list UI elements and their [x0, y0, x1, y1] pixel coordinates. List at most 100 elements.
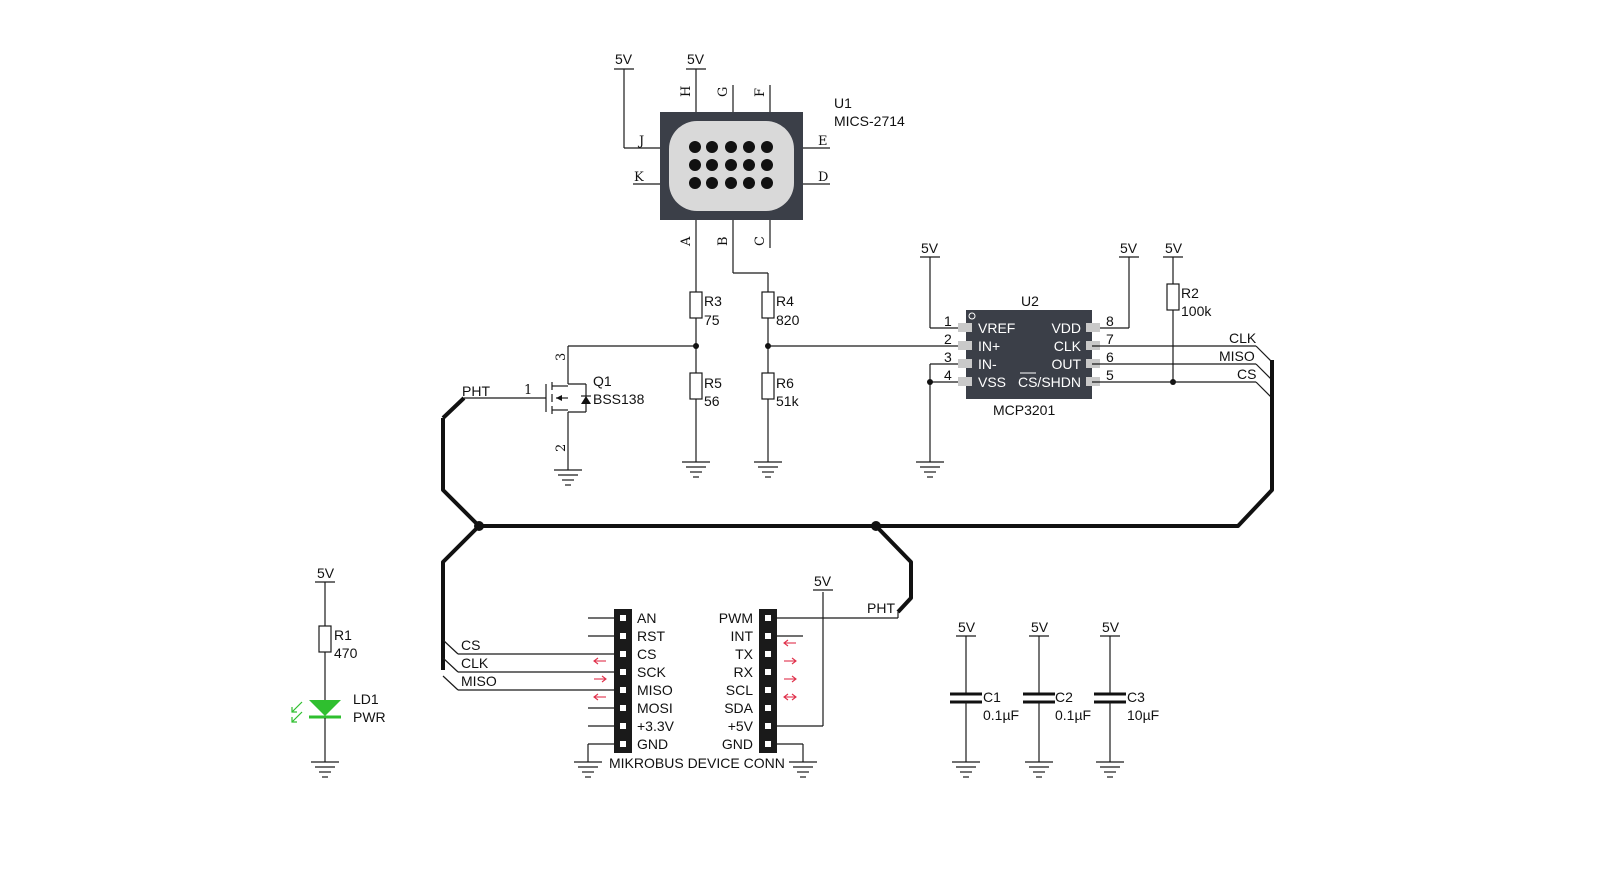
capacitor-value: 0.1µF — [983, 707, 1019, 723]
resistor-ref: R5 — [704, 375, 722, 391]
mosfet-q1: 1 2 3 Q1 BSS138 PHT — [462, 345, 696, 486]
pin-number: 5 — [1106, 367, 1114, 383]
ground-icon — [682, 461, 710, 478]
supply-label: 5V — [687, 51, 705, 67]
header-left — [614, 609, 632, 753]
pin-name: CLK — [1054, 338, 1082, 354]
pin-label: MOSI — [637, 700, 673, 716]
led-icon — [309, 700, 341, 716]
pin-label: G — [716, 87, 731, 97]
adc-body — [966, 310, 1092, 399]
supply-label: 5V — [1102, 619, 1120, 635]
supply-label: 5V — [1120, 240, 1138, 256]
supply-label: 5V — [317, 565, 335, 581]
pin-number: 8 — [1106, 313, 1114, 329]
pin-label: SDA — [724, 700, 753, 716]
pin-number: 1 — [524, 383, 532, 398]
pin-name: VSS — [978, 374, 1006, 390]
pin-number: 2 — [554, 444, 569, 452]
signal-bus — [441, 360, 1274, 670]
pin-number: 3 — [944, 349, 952, 365]
resistor-value: 51k — [776, 393, 800, 409]
pin-number: 6 — [1106, 349, 1114, 365]
pin-name: IN+ — [978, 338, 1000, 354]
pin-label: F — [753, 88, 768, 97]
pin-number: 2 — [944, 331, 952, 347]
pin-label: SCK — [637, 664, 666, 680]
connector-title: MIKROBUS DEVICE CONN — [609, 755, 785, 771]
sensor-resistor-network: R3 75 R5 56 R4 820 R6 51k — [682, 291, 960, 478]
pin-label: A — [679, 236, 694, 247]
resistor-value: 75 — [704, 312, 720, 328]
ground-icon — [754, 461, 782, 478]
adc-ref: U2 — [1021, 293, 1039, 309]
power-led-circuit: 5V R1 470 LD1 PWR — [291, 565, 386, 778]
net-label-cs: CS — [1237, 366, 1256, 382]
ground-icon — [916, 461, 944, 478]
header-right — [759, 609, 777, 753]
pin-label: J — [637, 134, 644, 149]
pin-label: CS — [637, 646, 656, 662]
capacitor-value: 0.1µF — [1055, 707, 1091, 723]
resistor-value: 56 — [704, 393, 720, 409]
supply-label: 5V — [1165, 240, 1183, 256]
pin-label: RX — [734, 664, 754, 680]
pin-label: TX — [735, 646, 754, 662]
capacitor-ref: C1 — [983, 689, 1001, 705]
supply-label: 5V — [814, 573, 832, 589]
mosfet-ref: Q1 — [593, 373, 612, 389]
net-label-miso: MISO — [461, 673, 497, 689]
pin-label: H — [679, 86, 694, 97]
resistor-r5 — [689, 372, 703, 400]
pin-label: +5V — [728, 718, 754, 734]
bus-junction — [871, 521, 881, 531]
pin-label: GND — [637, 736, 668, 752]
resistor-r1 — [318, 625, 332, 653]
resistor-r2 — [1166, 283, 1180, 311]
supply-label: 5V — [958, 619, 976, 635]
resistor-ref: R3 — [704, 293, 722, 309]
mikrobus-connector: CS CLK MISO AN RST CS SCK — [442, 573, 899, 778]
resistor-r3 — [689, 291, 703, 319]
net-label-pht: PHT — [867, 600, 895, 616]
pin-name: IN- — [978, 356, 997, 372]
pin-label: AN — [637, 610, 656, 626]
ground-icon — [789, 761, 817, 778]
pin-label: C — [753, 236, 768, 246]
sensor-u1: 5V 5V H G F A B C J K E D — [614, 51, 905, 292]
ground-icon — [311, 761, 339, 778]
net-label-pht: PHT — [462, 383, 490, 399]
ground-icon — [554, 469, 582, 486]
capacitor-ref: C2 — [1055, 689, 1073, 705]
net-label-clk: CLK — [461, 655, 489, 671]
pin-label: INT — [730, 628, 753, 644]
resistor-ref: R2 — [1181, 285, 1199, 301]
ground-icon — [574, 761, 602, 778]
resistor-ref: R6 — [776, 375, 794, 391]
resistor-value: 820 — [776, 312, 800, 328]
pin-label: SCL — [726, 682, 753, 698]
resistor-r4 — [761, 291, 775, 319]
pin-label: B — [716, 236, 731, 246]
pin-label: D — [818, 170, 828, 185]
resistor-value: 100k — [1181, 303, 1212, 319]
led-ref: LD1 — [353, 691, 379, 707]
ground-icon — [952, 761, 980, 778]
pin-name: VDD — [1051, 320, 1081, 336]
mosfet-part: BSS138 — [593, 391, 645, 407]
pin-name: VREF — [978, 320, 1015, 336]
adc-u2: 5V 5V U2 MCP3201 1 2 3 4 VREF IN+ IN- — [916, 240, 1273, 478]
capacitor-value: 10µF — [1127, 707, 1159, 723]
net-label-cs: CS — [461, 637, 480, 653]
led-name: PWR — [353, 709, 386, 725]
pin-label: PWM — [719, 610, 753, 626]
pin-number: 3 — [554, 353, 569, 361]
resistor-r6 — [761, 372, 775, 400]
direction-arrow-icon — [593, 657, 607, 701]
pin-label: GND — [722, 736, 753, 752]
bus-junction — [474, 521, 484, 531]
net-label-miso: MISO — [1219, 348, 1255, 364]
ground-icon — [1096, 761, 1124, 778]
pin-label: MISO — [637, 682, 673, 698]
